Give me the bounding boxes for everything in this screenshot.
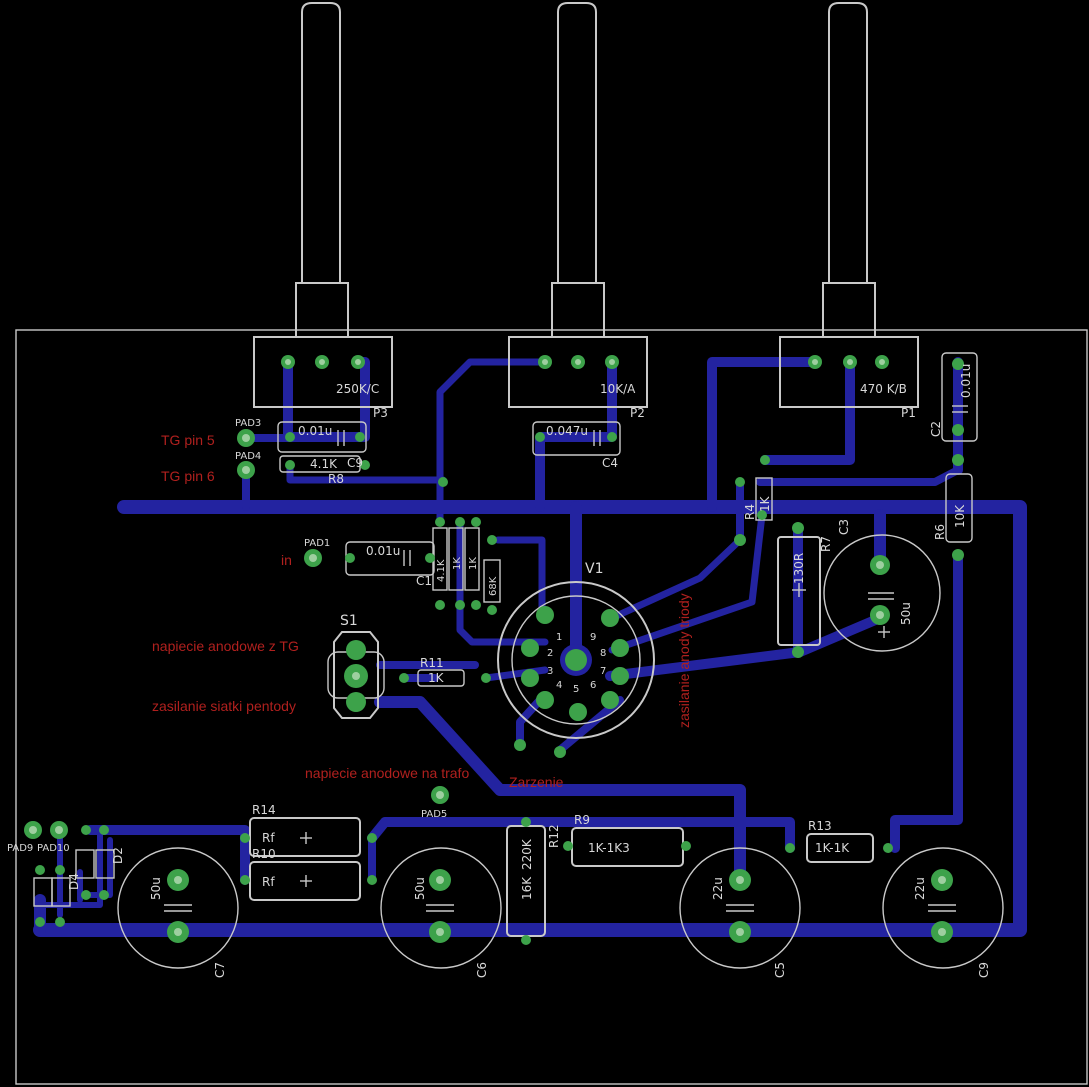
r8-value: 4.1K [310, 457, 338, 471]
tube-pin-6: 6 [590, 680, 596, 691]
c6-name: C6 [475, 962, 489, 978]
c2-value: 0.01u [959, 364, 973, 398]
r7-name: R7 [819, 536, 833, 552]
p2-value: 10K/A [600, 382, 636, 396]
note-anode-to-trafo: napiecie anodowe na trafo [305, 765, 469, 781]
c5-name: C5 [773, 962, 787, 978]
tube-pin-8: 8 [600, 648, 606, 659]
c7-value: 50u [149, 877, 163, 900]
c4-name: C4 [602, 456, 618, 470]
p1-name: P1 [901, 406, 916, 420]
tube-pin-9: 9 [590, 632, 596, 643]
r12-name: R12 [547, 824, 561, 848]
note-tg-pin5: TG pin 5 [161, 432, 215, 448]
p3-value: 250K/C [336, 382, 379, 396]
r12b-value: 16K [520, 876, 534, 900]
r14-value: Rf [262, 831, 275, 845]
note-in: in [281, 552, 292, 568]
tube-pin-3: 3 [547, 666, 553, 677]
r4-value: 1K [758, 495, 772, 512]
c1-name: C1 [416, 574, 432, 588]
c1-value: 0.01u [366, 544, 400, 558]
c9-name: C9 [977, 962, 991, 978]
pad9-name: PAD9 [7, 843, 33, 854]
p2-name: P2 [630, 406, 645, 420]
r10-name: R10 [252, 847, 276, 861]
s1-name: S1 [340, 613, 358, 629]
r4-name: R4 [743, 504, 757, 520]
r14-name: R14 [252, 803, 276, 817]
tube-pin-1: 1 [556, 632, 562, 643]
r8-name: R8 [328, 472, 344, 486]
c4-value: 0.047u [546, 424, 588, 438]
pad3-name: PAD3 [235, 418, 261, 429]
stack-value-d: 68K [488, 576, 499, 596]
v1-name: V1 [585, 561, 603, 577]
c9-value: 22u [913, 877, 927, 900]
r9-name: R9 [574, 813, 590, 827]
c5-value: 22u [711, 877, 725, 900]
pad4-name: PAD4 [235, 451, 261, 462]
c3-value: 50u [899, 602, 913, 625]
c7-name: C7 [213, 962, 227, 978]
polarity-marks [164, 583, 956, 912]
silkscreen [33, 336, 1004, 969]
r6-name: R6 [933, 524, 947, 540]
note-tg-pin6: TG pin 6 [161, 468, 215, 484]
pads [24, 355, 964, 945]
stack-value-a: 4.1K [436, 559, 447, 582]
p1-value: 470 K/B [860, 382, 907, 396]
r11-value: 1K [428, 671, 445, 685]
c6-value: 50u [413, 877, 427, 900]
stack-value-b: 1K [452, 557, 463, 570]
c3-name: C3 [837, 519, 851, 535]
note-triode-anode: zasilanie anody triody [676, 593, 692, 728]
tube-pin-4: 4 [556, 680, 562, 691]
p3-name: P3 [373, 406, 388, 420]
r13-value: 1K-1K [815, 841, 850, 855]
r9-value: 1K-1K3 [588, 841, 630, 855]
r12-value: 220K [520, 838, 534, 870]
pad10-name: PAD10 [37, 843, 70, 854]
d4-name: D4 [67, 873, 81, 890]
stack-value-c: 1K [468, 557, 479, 570]
r7-value: 130R [792, 553, 806, 584]
pad5-name: PAD5 [421, 809, 447, 820]
pad1-name: PAD1 [304, 538, 330, 549]
c2-name: C2 [929, 421, 943, 437]
note-heater: Zarzenie [509, 774, 564, 790]
pot-shafts [295, 2, 876, 338]
note-anode-from-tg: napiecie anodowe z TG [152, 638, 299, 654]
c9-top-value: 0.01u [298, 424, 332, 438]
r13-name: R13 [808, 819, 832, 833]
r11-name: R11 [420, 656, 444, 670]
d2-name: D2 [111, 847, 125, 864]
tube-pin-5: 5 [573, 684, 579, 695]
r10-value: Rf [262, 875, 275, 889]
copper-traces [33, 357, 1027, 937]
r6-value: 10K [953, 504, 967, 528]
note-pentode-grid: zasilanie siatki pentody [152, 698, 296, 714]
c9-top-name: C9 [347, 456, 363, 470]
tube-pin-7: 7 [600, 666, 606, 677]
tube-pin-2: 2 [547, 648, 553, 659]
